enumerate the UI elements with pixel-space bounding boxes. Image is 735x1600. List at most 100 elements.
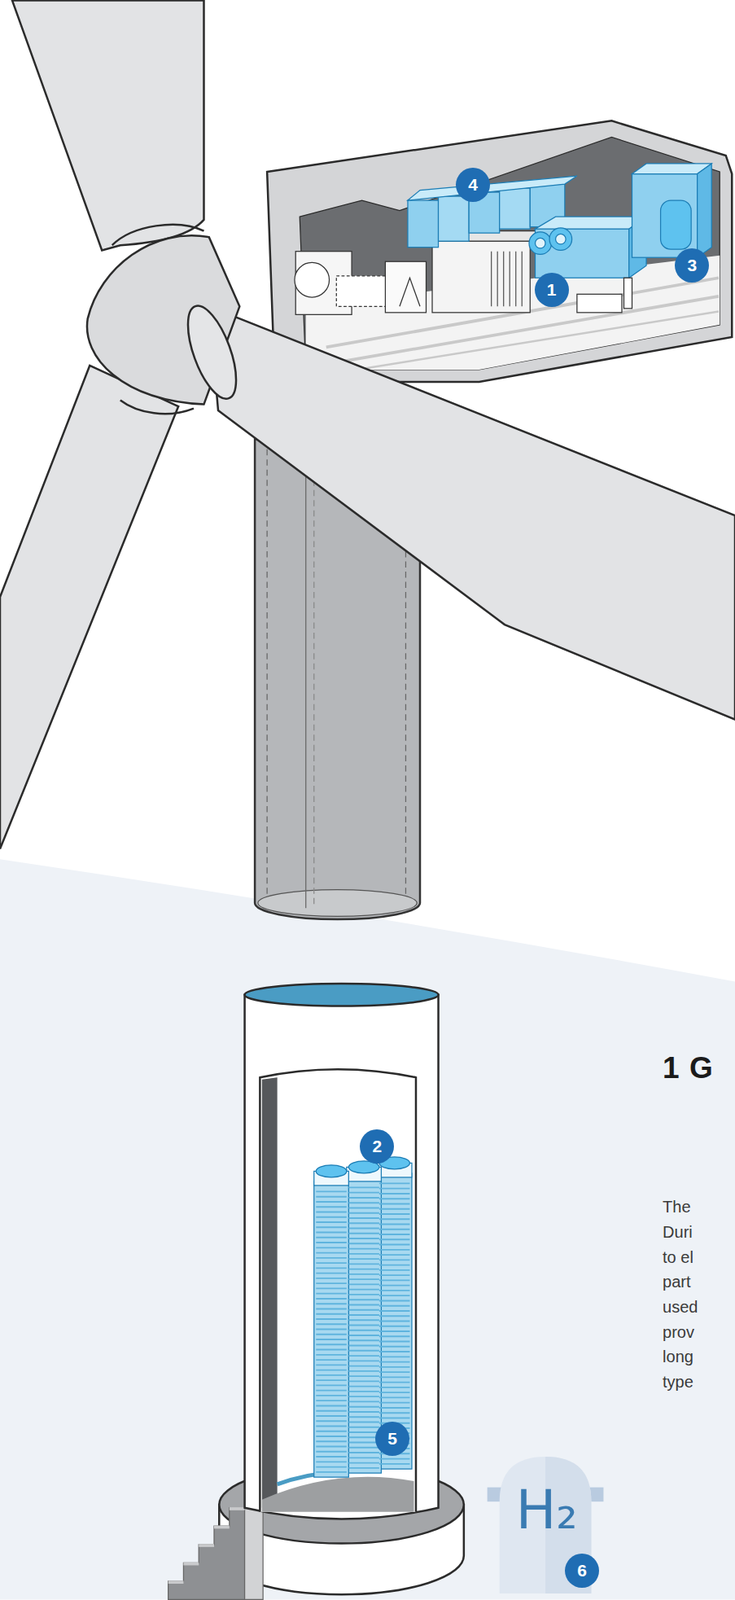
battery-stripes	[315, 1241, 347, 1243]
battery-stripes	[315, 1404, 347, 1407]
battery-stripes	[348, 1273, 380, 1275]
nacelle	[577, 293, 622, 313]
battery-stripes	[315, 1460, 347, 1462]
nacelle	[438, 196, 470, 241]
battery-cabinets	[315, 1164, 347, 1177]
battery-stripes	[379, 1309, 411, 1312]
battery-stripes	[348, 1282, 380, 1285]
nacelle	[535, 216, 648, 229]
battery-stripes	[379, 1375, 411, 1378]
battery-stripes	[379, 1289, 411, 1291]
body-text: used	[662, 1296, 698, 1317]
battery-stripes	[379, 1233, 411, 1235]
battery-stripes	[348, 1293, 380, 1295]
battery-stripes	[315, 1465, 347, 1468]
battery-stripes	[379, 1314, 411, 1317]
battery-stripes	[379, 1187, 411, 1190]
rotor-blade	[209, 306, 735, 719]
battery-stripes	[348, 1374, 380, 1377]
battery-stripes	[315, 1470, 347, 1473]
battery-stripes	[379, 1299, 411, 1302]
battery-stripes	[315, 1338, 347, 1340]
nacelle	[535, 237, 547, 249]
tower-upper	[266, 449, 268, 898]
battery-stripes	[379, 1365, 411, 1368]
battery-stripes	[315, 1205, 347, 1208]
battery-stripes	[315, 1455, 347, 1457]
battery-stripes	[315, 1277, 347, 1279]
body-text: prov	[662, 1321, 695, 1342]
battery-stripes	[315, 1216, 347, 1218]
battery-stripes	[315, 1378, 347, 1381]
battery-stripes	[348, 1298, 380, 1300]
battery-stripes	[379, 1294, 411, 1296]
battery-stripes	[379, 1268, 411, 1271]
battery-stripes	[315, 1394, 347, 1396]
nacelle	[623, 277, 632, 309]
battery-stripes	[315, 1317, 347, 1320]
battery-stripes	[379, 1320, 411, 1322]
battery-stripes	[315, 1195, 347, 1198]
battery-stripes	[379, 1197, 411, 1199]
battery-stripes	[348, 1461, 380, 1464]
battery-stripes	[315, 1399, 347, 1401]
battery-stripes	[315, 1190, 347, 1471]
callout-number: 2	[359, 1128, 394, 1164]
battery-stripes	[348, 1415, 380, 1418]
battery-stripes	[315, 1292, 347, 1295]
nacelle	[499, 188, 531, 229]
battery-stripes	[348, 1390, 380, 1392]
rotor-hub	[178, 299, 246, 404]
battery-stripes	[315, 1358, 347, 1361]
battery-stripes	[348, 1365, 380, 1367]
battery-stripes	[379, 1381, 411, 1383]
battery-stripes	[379, 1181, 411, 1184]
battery-stripes	[315, 1383, 347, 1386]
battery-stripes	[348, 1237, 380, 1239]
battery-stripes	[315, 1439, 347, 1442]
rotor-blade	[12, 0, 204, 251]
battery-stripes	[379, 1258, 411, 1260]
battery-stripes	[315, 1363, 347, 1365]
battery-stripes	[379, 1203, 411, 1205]
ground-band	[0, 858, 735, 1599]
battery-stripes	[315, 1425, 347, 1427]
battery-stripes	[379, 1264, 411, 1266]
nacelle	[529, 216, 647, 278]
nacelle	[497, 251, 499, 307]
battery-stripes	[348, 1247, 380, 1250]
tower-lower	[259, 1068, 416, 1512]
battery-stripes	[315, 1308, 347, 1310]
battery-stripes	[348, 1466, 380, 1469]
hydrogen-symbol: H₂	[516, 1483, 578, 1537]
battery-stripes	[379, 1212, 411, 1215]
battery-stripes	[379, 1391, 411, 1393]
stairs	[168, 1508, 245, 1582]
battery-stripes	[348, 1379, 380, 1382]
nacelle	[266, 120, 732, 382]
battery-stripes	[315, 1343, 347, 1345]
nacelle	[399, 277, 420, 307]
battery-stripes	[348, 1369, 380, 1372]
section-heading: 1 G	[662, 1050, 714, 1086]
battery-stripes	[348, 1338, 380, 1341]
body-text: type	[662, 1371, 694, 1392]
battery-stripes	[315, 1286, 347, 1289]
battery-stripes	[315, 1409, 347, 1412]
battery-stripes	[315, 1231, 347, 1234]
body-text: part	[662, 1271, 691, 1291]
battery-stripes	[379, 1417, 411, 1419]
battery-stripes	[379, 1192, 411, 1195]
battery-stripes	[379, 1401, 411, 1404]
rotor-hub	[112, 224, 205, 245]
stairs	[229, 1506, 245, 1510]
battery-stripes	[379, 1462, 411, 1465]
battery-stripes	[315, 1200, 347, 1203]
battery-stripes	[348, 1410, 380, 1413]
battery-stripes	[348, 1329, 380, 1331]
battery-cabinets	[314, 1181, 350, 1477]
tower-lower	[245, 983, 439, 1007]
battery-stripes	[315, 1220, 347, 1223]
battery-stripes	[348, 1446, 380, 1449]
battery-stripes	[379, 1355, 411, 1357]
